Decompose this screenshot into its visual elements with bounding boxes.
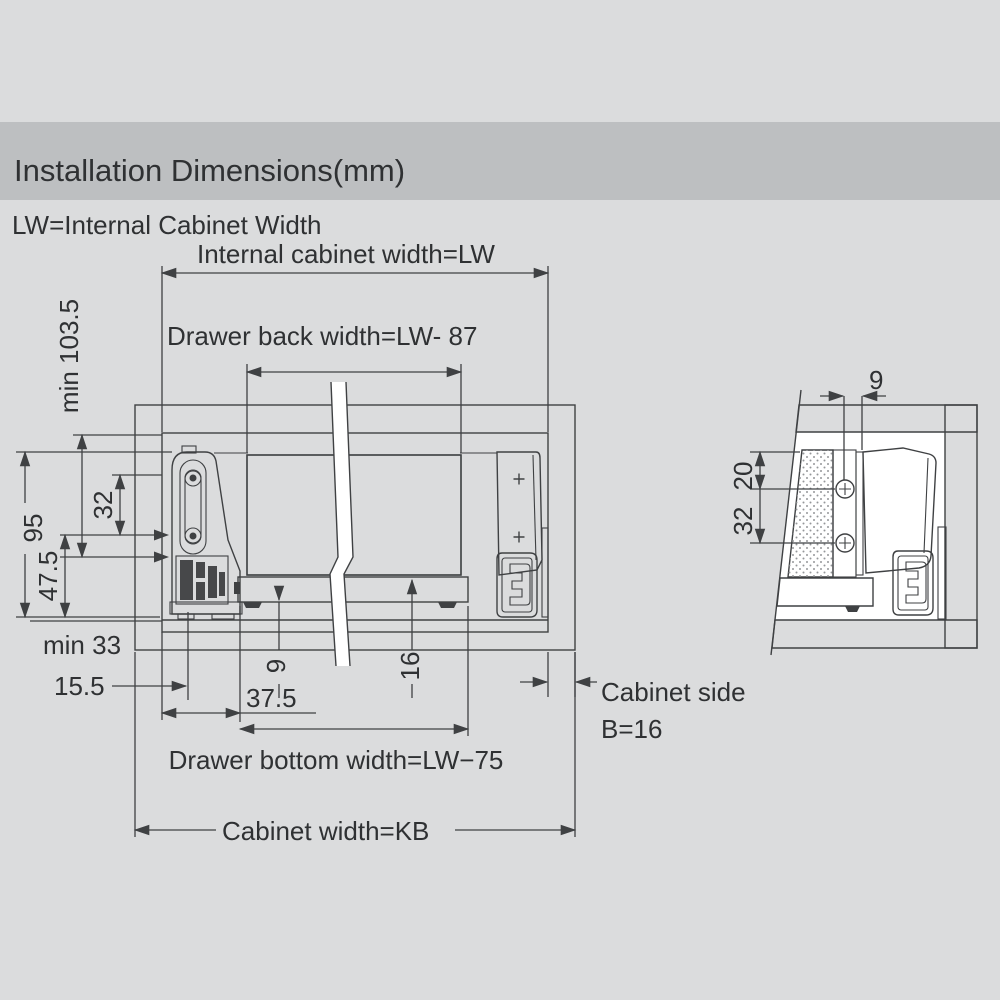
dim-drawer-bottom-width: Drawer bottom width=LW−75 (169, 745, 504, 775)
fixing-screws (835, 479, 855, 553)
drawer-slide-mechanism (169, 445, 243, 620)
dim-side-offset: 37.5 (246, 683, 297, 713)
dim-back-offset: 9 (869, 365, 883, 395)
main-section-view (134, 381, 576, 667)
cabinet-side-section (944, 404, 978, 649)
rail-bracket (541, 527, 549, 618)
drawer-bottom-board (234, 576, 469, 608)
detail-drawer-side (862, 447, 937, 574)
dim-internal-cabinet-width: Internal cabinet width=LW (197, 239, 495, 269)
dim-min-bottom: min 33 (43, 630, 121, 660)
rail-profile (496, 552, 538, 618)
title-bar (0, 122, 1000, 200)
dim-bottom-recess: 9 (261, 659, 291, 673)
dim-cabinet-side-label: Cabinet side (601, 677, 746, 707)
drawer-back-panel (246, 454, 462, 576)
section-cut-edge (770, 389, 802, 656)
dim-cabinet-side-thickness: B=16 (601, 714, 662, 744)
page-title: Installation Dimensions(mm) (14, 153, 405, 188)
screw-position-marks (513, 473, 525, 543)
dim-hole-spacing: 32 (88, 491, 118, 520)
dim-drawer-back-width: Drawer back width=LW- 87 (167, 321, 477, 351)
dim-front-offset: 15.5 (54, 671, 105, 701)
detail-view-dimensions: 9 20 32 (728, 365, 886, 545)
break-line (329, 381, 354, 667)
dim-bottom-thickness: 16 (395, 652, 425, 681)
dim-runner-height: 95 (18, 514, 48, 543)
dim-detail-hole-spacing: 32 (728, 507, 758, 536)
legend-note: LW=Internal Cabinet Width (12, 210, 322, 240)
cabinet-bottom-section (771, 619, 978, 649)
main-view-dimensions: Internal cabinet width=LW Drawer back wi… (16, 239, 746, 846)
dim-cabinet-width: Cabinet width=KB (222, 816, 429, 846)
dim-top-hole-offset: 20 (728, 462, 758, 491)
detail-section-view: 9 20 32 (728, 365, 978, 656)
back-panel-face (855, 451, 864, 576)
drawer-side-panel (496, 451, 543, 576)
cabinet-body (134, 404, 576, 651)
dim-hole-height: 47.5 (33, 551, 63, 602)
detail-rail-bracket (937, 526, 947, 620)
dim-min-internal-height: min 103.5 (54, 299, 84, 413)
cabinet-top-section (795, 404, 978, 433)
